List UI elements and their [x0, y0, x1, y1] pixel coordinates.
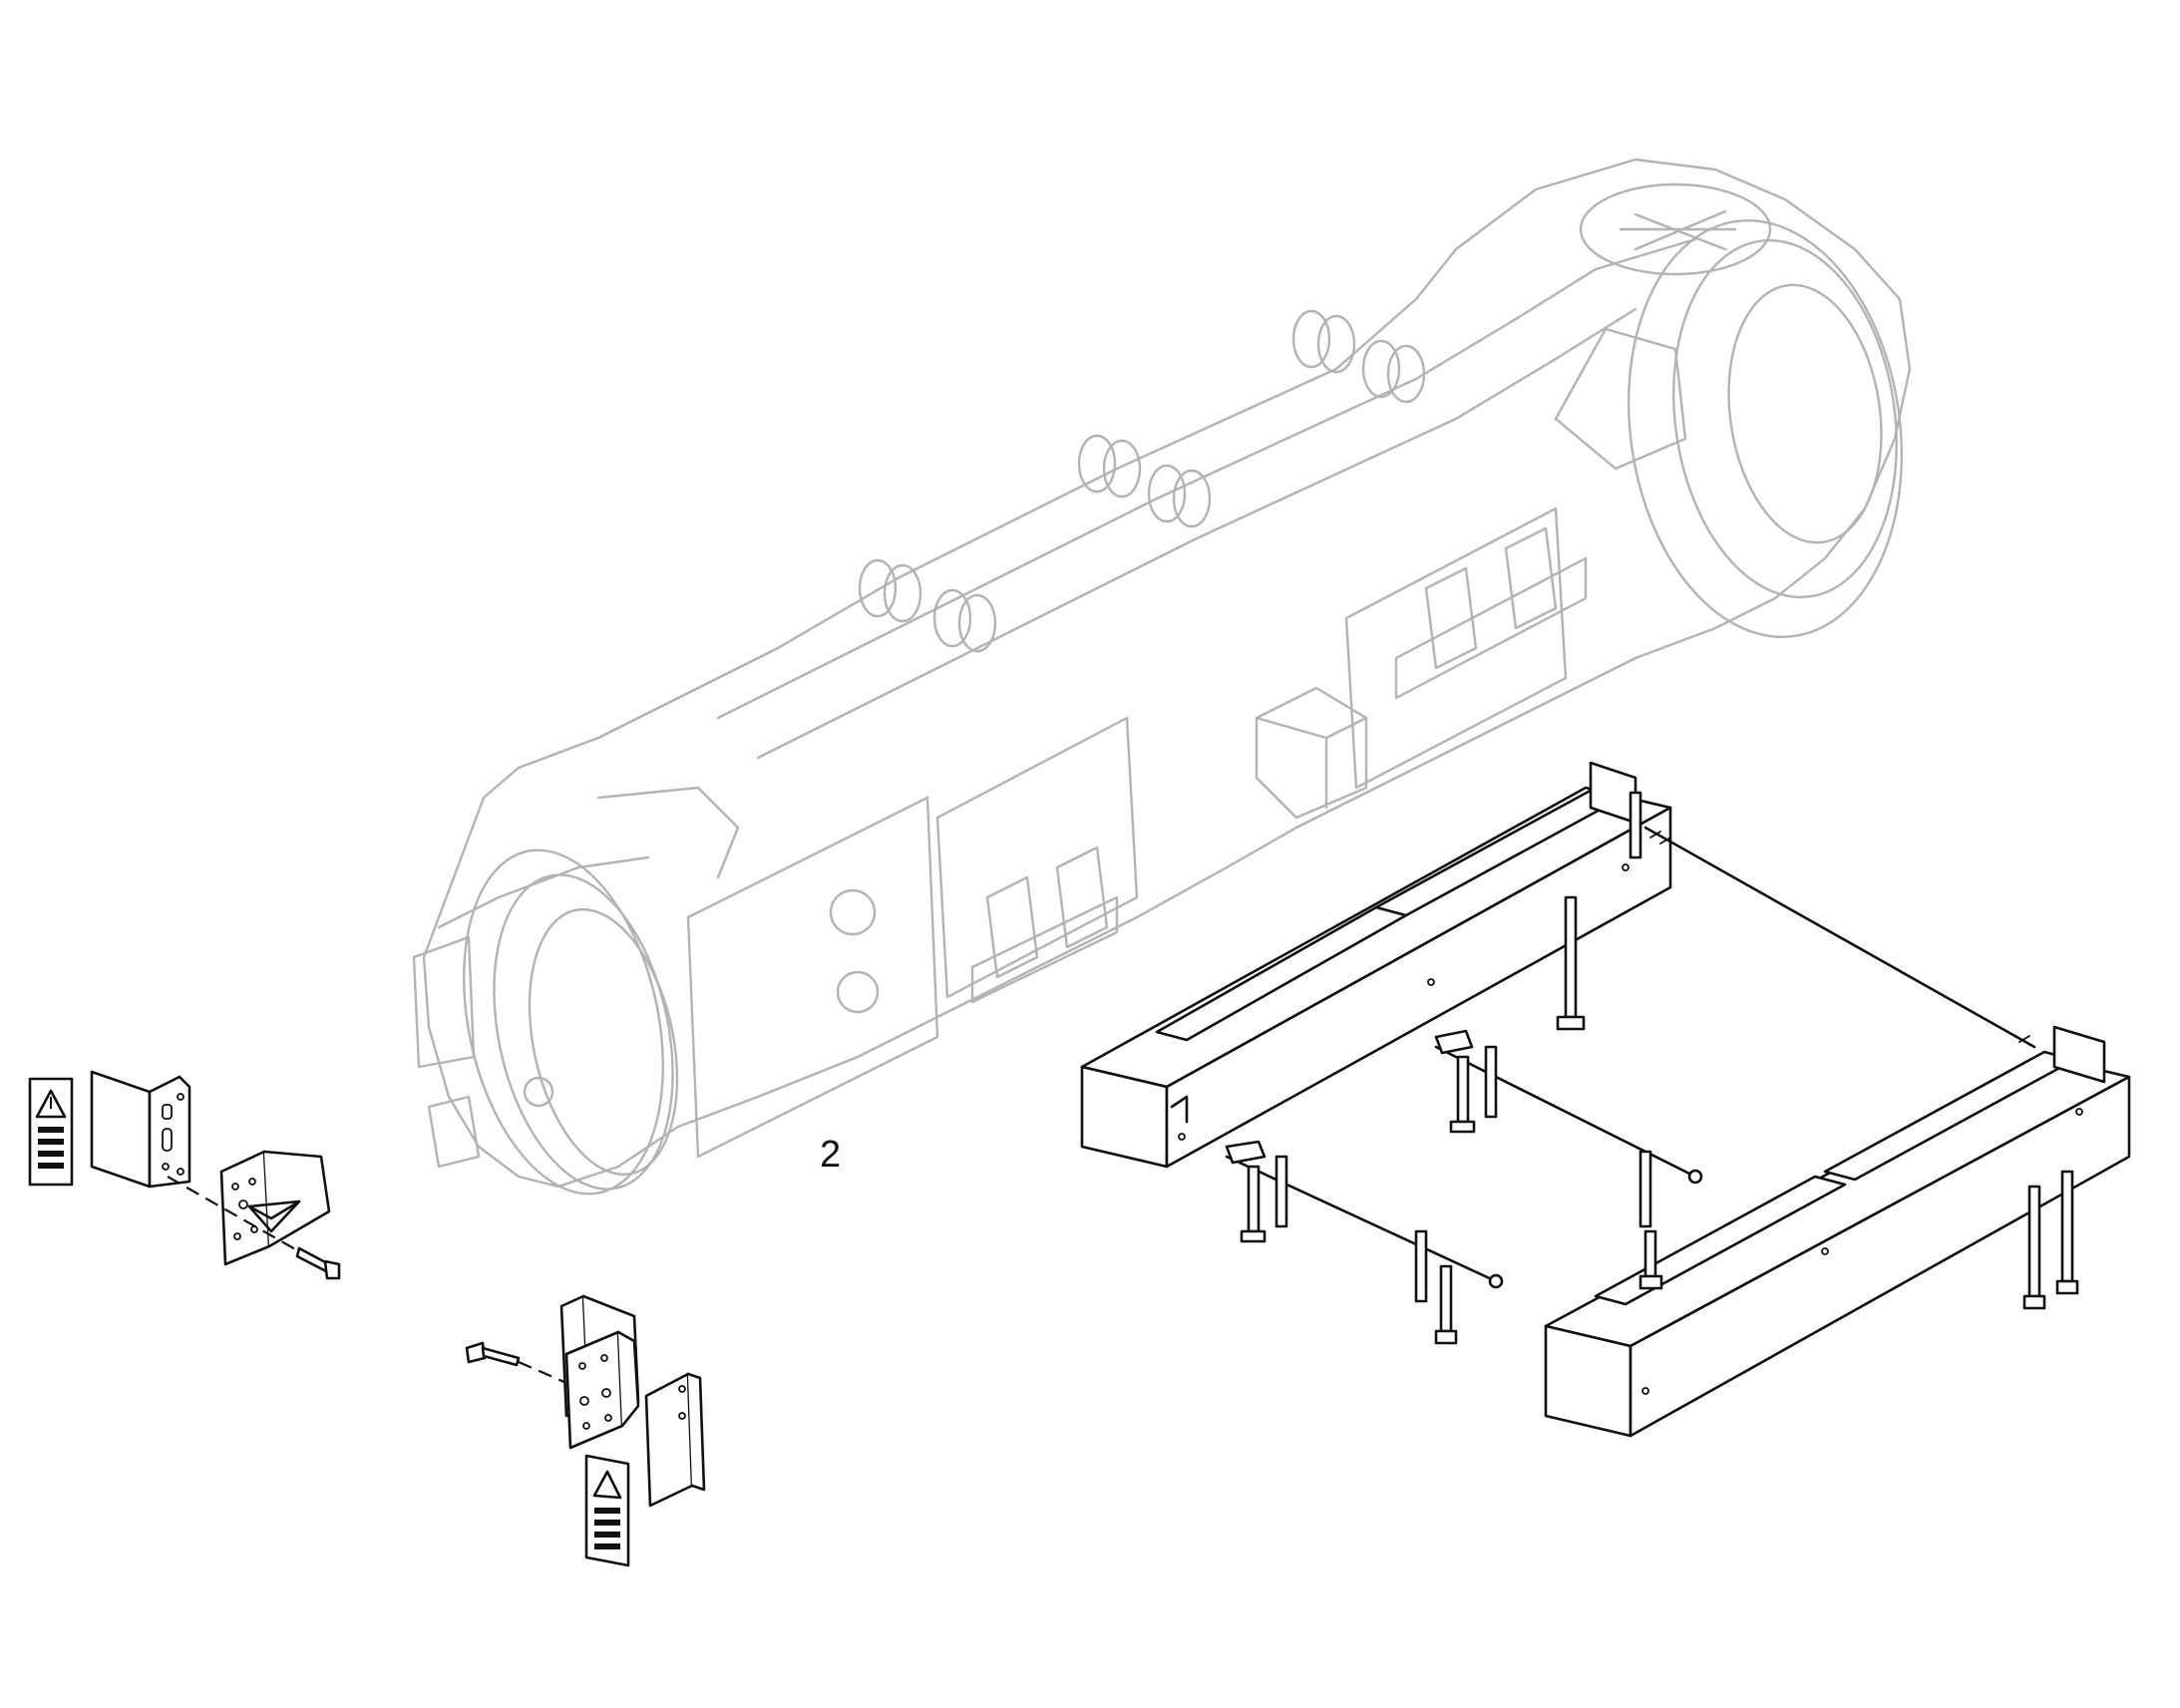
- crawler-track-frame: [412, 158, 1912, 1196]
- callout-2: 2: [820, 1134, 841, 1176]
- clamp-set-lower: [1225, 1140, 1504, 1345]
- top-rollers: [858, 309, 1426, 653]
- warning-label-icon: [584, 1454, 630, 1567]
- warning-label-icon: [28, 1077, 74, 1187]
- left-bracket-assembly: [28, 1070, 341, 1280]
- clamp-set-upper: [1434, 1029, 1703, 1290]
- support-frame-assembly: [1080, 761, 2131, 1438]
- center-bracket-assembly: [465, 1294, 706, 1567]
